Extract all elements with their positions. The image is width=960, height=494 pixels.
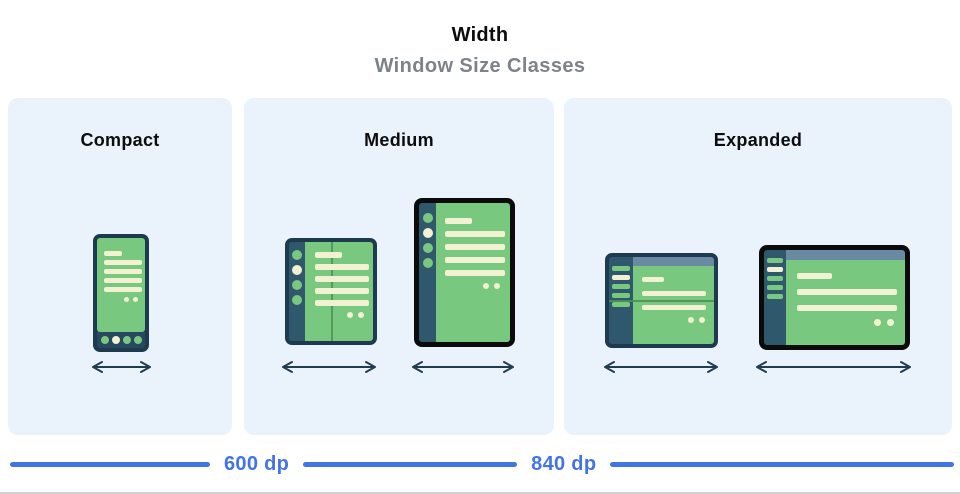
nav-rail — [764, 250, 786, 345]
text-placeholder-line — [642, 291, 706, 296]
nav-rail — [419, 203, 436, 342]
nav-dot — [133, 336, 142, 344]
width-arrow-tablet — [412, 361, 514, 373]
text-placeholder-line — [445, 244, 505, 250]
diagram-subtitle: Window Size Classes — [374, 55, 586, 77]
dot — [494, 283, 500, 289]
landscape-screen — [633, 257, 714, 344]
rail-dot — [292, 250, 302, 260]
rail-bar — [612, 275, 630, 280]
width-arrow-foldable — [282, 361, 376, 373]
rail-bar — [767, 294, 783, 299]
width-arrow-landscape-small — [604, 361, 718, 373]
nav-rail — [289, 242, 305, 341]
text-placeholder-line — [445, 231, 505, 237]
rail-bar — [612, 266, 630, 271]
scale-line-segment — [303, 461, 518, 467]
text-placeholder-line — [315, 300, 369, 306]
text-placeholder-line — [445, 270, 505, 276]
width-arrow-landscape-large — [756, 361, 911, 373]
panel-expanded-title: Expanded — [713, 130, 803, 150]
dot — [699, 317, 705, 323]
image-bottom-border — [0, 492, 960, 494]
dot — [887, 319, 894, 326]
dot — [874, 319, 881, 326]
rail-dot — [422, 213, 433, 223]
text-placeholder-line — [104, 260, 142, 265]
text-placeholder-line — [104, 287, 142, 292]
rail-bar — [612, 302, 630, 307]
rail-dot — [292, 265, 302, 275]
tablet-portrait-illustration — [414, 198, 515, 347]
text-placeholder-line — [104, 251, 122, 256]
action-dots — [642, 317, 714, 323]
dot — [347, 312, 353, 318]
action-dots — [315, 312, 373, 318]
phone-nav-bar — [97, 332, 145, 348]
breakpoint-600dp-label: 600 dp — [224, 452, 290, 475]
action-dots — [797, 319, 905, 326]
dot — [133, 297, 138, 302]
phone-screen — [97, 238, 145, 332]
landscape-screen — [786, 250, 905, 345]
text-placeholder-line — [797, 289, 897, 295]
text-placeholder-line — [104, 278, 142, 283]
dot — [688, 317, 694, 323]
dot — [358, 312, 364, 318]
text-placeholder-line — [445, 257, 505, 263]
rail-dot — [422, 258, 433, 268]
text-placeholder-line — [315, 264, 369, 270]
foldable-landscape-illustration — [605, 253, 718, 348]
text-placeholder-line — [315, 276, 369, 282]
fold-crease-line — [609, 300, 714, 302]
panel-compact-title: Compact — [80, 130, 160, 150]
phone-portrait-illustration — [93, 234, 149, 352]
rail-dot — [422, 228, 433, 238]
rail-bar — [767, 276, 783, 281]
dot — [483, 283, 489, 289]
action-dots — [104, 297, 145, 302]
rail-dot — [422, 243, 433, 253]
action-dots — [445, 283, 510, 289]
screen-content — [786, 260, 905, 345]
diagram-header: Width Window Size Classes — [0, 24, 960, 78]
panel-medium: Medium — [244, 98, 554, 435]
rail-dot — [292, 280, 302, 290]
text-placeholder-line — [797, 273, 832, 279]
scale-line-segment — [10, 461, 210, 467]
nav-dot — [100, 336, 109, 344]
breakpoint-scale: 600 dp 840 dp — [10, 452, 954, 476]
panel-medium-title: Medium — [364, 130, 434, 150]
rail-bar — [612, 284, 630, 289]
rail-bar — [767, 285, 783, 290]
text-placeholder-line — [797, 305, 897, 311]
text-placeholder-line — [315, 288, 369, 294]
breakpoint-840dp-label: 840 dp — [531, 452, 597, 475]
nav-dot — [122, 336, 131, 344]
rail-dot — [292, 295, 302, 305]
app-top-bar — [786, 250, 905, 260]
diagram-title: Width — [451, 24, 509, 46]
scale-line-segment — [610, 461, 954, 467]
text-placeholder-line — [104, 269, 142, 274]
text-placeholder-line — [642, 305, 706, 310]
nav-dot — [111, 336, 120, 344]
screen-content — [633, 266, 714, 344]
foldable-portrait-illustration — [285, 238, 377, 345]
text-placeholder-line — [315, 252, 342, 258]
rail-bar — [767, 258, 783, 263]
rail-bar — [767, 267, 783, 272]
dot — [124, 297, 129, 302]
text-placeholder-line — [642, 277, 664, 282]
tablet-screen — [436, 203, 510, 342]
foldable-screen — [305, 242, 373, 341]
width-arrow-compact — [92, 361, 151, 373]
panel-expanded: Expanded — [564, 98, 952, 435]
panel-compact: Compact — [8, 98, 232, 435]
app-top-bar — [633, 257, 714, 266]
text-placeholder-line — [445, 218, 472, 224]
tablet-landscape-illustration — [759, 245, 910, 350]
rail-bar — [612, 293, 630, 298]
